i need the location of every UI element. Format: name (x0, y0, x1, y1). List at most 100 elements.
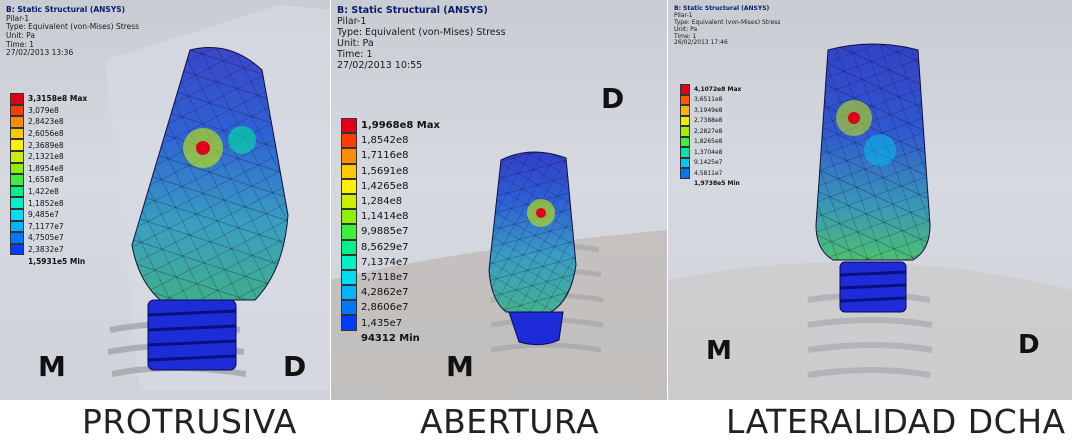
legend-row: 1,9968e8 Max (341, 118, 440, 134)
result-unit: Unit: Pa (6, 30, 35, 40)
legend-label: 7,1374e7 (361, 256, 409, 268)
analysis-title: B: Static Structural (ANSYS) (337, 5, 488, 16)
result-date: 27/02/2013 13:36 (6, 48, 74, 58)
legend-row: 8,5629e7 (341, 239, 440, 255)
legend-label: 1,3704e8 (694, 148, 723, 156)
legend-row: 1,8954e8 (10, 162, 87, 175)
caption-lateralidad: LATERALIDAD DCHA (726, 402, 1066, 441)
legend-swatch (341, 254, 357, 270)
legend-row: 3,3158e8 Max (10, 93, 87, 105)
legend-label: 1,284e8 (361, 196, 403, 208)
legend-row: 7,1177e7 (10, 220, 87, 233)
legend-swatch (341, 224, 357, 240)
legend-row: 1,6587e8 (10, 174, 87, 186)
legend-label: 1,1414e8 (361, 211, 409, 223)
legend-row: 2,6056e8 (10, 127, 87, 140)
legend-row: 1,435e7 (341, 315, 440, 331)
legend-row: 1,422e8 (10, 185, 87, 198)
legend-swatch (10, 185, 24, 198)
label-mesial: M (446, 350, 474, 383)
legend-swatch (680, 157, 690, 168)
legend-swatch (341, 133, 357, 149)
legend-swatch (680, 105, 690, 116)
legend-label: 2,3689e8 (28, 140, 64, 150)
legend-label: 2,6056e8 (28, 129, 64, 139)
legend-row: 1,1414e8 (341, 209, 440, 225)
label-mesial: M (706, 336, 732, 366)
legend-min-label: 94312 Min (361, 332, 420, 344)
analysis-title: B: Static Structural (ANSYS) (6, 5, 126, 14)
legend-min-label: 1,5931e5 Min (28, 256, 86, 266)
result-header: B: Static Structural (ANSYS) Pilar-1 Typ… (337, 5, 506, 72)
result-date: 26/02/2013 17:46 (674, 39, 728, 47)
legend-row: 9,1425e7 (680, 157, 741, 168)
legend-label: 3,079e8 (28, 105, 59, 115)
legend-label: 5,7118e7 (361, 271, 409, 283)
legend-swatch (341, 193, 357, 210)
legend-label: 3,1949e8 (694, 106, 723, 114)
legend-row: 2,3832e7 (10, 243, 87, 256)
legend-label: 7,1177e7 (28, 221, 64, 231)
legend-label: 4,7505e7 (28, 233, 64, 243)
result-time: Time: 1 (674, 32, 697, 40)
legend-label: 3,6511e8 (694, 96, 723, 104)
legend-swatch (680, 168, 690, 179)
legend-swatch (10, 220, 24, 233)
legend-row: 1,284e8 (341, 193, 440, 210)
legend-label: 1,5691e8 (361, 165, 409, 177)
legend-label: 2,8606e7 (361, 302, 409, 314)
legend-swatch (341, 178, 357, 194)
legend-row: 4,5811e7 (680, 168, 741, 179)
analysis-title: B: Static Structural (ANSYS) (674, 5, 770, 12)
legend-row: 1,8542e8 (341, 133, 440, 149)
legend-row: 2,2827e8 (680, 126, 741, 137)
legend-row: 1,3704e8 (680, 147, 741, 158)
legend-row: 2,1321e8 (10, 150, 87, 163)
legend-row: 2,7388e8 (680, 115, 741, 126)
panel-protrusiva: B: Static Structural (ANSYS) Pilar-1 Typ… (0, 0, 330, 400)
legend-label: 2,3832e7 (28, 245, 64, 255)
legend-row: 1,7116e8 (341, 148, 440, 164)
abutment-render (331, 151, 667, 400)
legend-row: 1,4265e8 (341, 178, 440, 194)
legend-label: 1,8954e8 (28, 163, 64, 173)
legend-row: 1,5931e5 Min (10, 255, 87, 267)
result-unit: Unit: Pa (337, 37, 374, 49)
legend-label: 1,7116e8 (361, 150, 409, 162)
legend-swatch (341, 118, 357, 134)
abutment-render (105, 5, 330, 390)
result-type: Type: Equivalent (von-Mises) Stress (674, 18, 781, 26)
legend-swatch (10, 93, 24, 105)
caption-abertura: ABERTURA (420, 402, 600, 441)
legend-swatch (341, 315, 357, 331)
legend-row: 94312 Min (341, 331, 440, 346)
legend-swatch (680, 84, 690, 95)
legend-row: 3,079e8 (10, 104, 87, 117)
legend-max-label: 3,3158e8 Max (28, 94, 88, 104)
object-name: Pilar-1 (674, 11, 693, 19)
result-type: Type: Equivalent (von-Mises) Stress (337, 26, 506, 38)
legend-swatch (680, 126, 690, 137)
legend-row: 4,1072e8 Max (680, 84, 741, 95)
legend-swatch (10, 162, 24, 175)
legend-row: 1,5691e8 (341, 163, 440, 179)
label-distal: D (283, 350, 307, 383)
legend-swatch (341, 269, 357, 286)
caption-protrusiva: PROTRUSIVA (82, 402, 297, 441)
legend-row: 1,1852e8 (10, 197, 87, 209)
legend-row: 2,8606e7 (341, 300, 440, 316)
legend-row: 4,7505e7 (10, 232, 87, 244)
legend-swatch (10, 127, 24, 140)
object-name: Pilar-1 (6, 13, 30, 23)
abutment-render (668, 43, 1072, 400)
legend-label: 1,4265e8 (361, 180, 409, 192)
legend-label: 1,435e7 (361, 317, 403, 329)
legend-swatch (341, 239, 357, 255)
result-header: B: Static Structural (ANSYS) Pilar-1 Typ… (674, 5, 781, 47)
legend-row: 1,8265e8 (680, 136, 741, 147)
label-distal: D (601, 82, 625, 115)
legend-label: 1,8265e8 (694, 138, 723, 146)
legend-row: 7,1374e7 (341, 254, 440, 270)
